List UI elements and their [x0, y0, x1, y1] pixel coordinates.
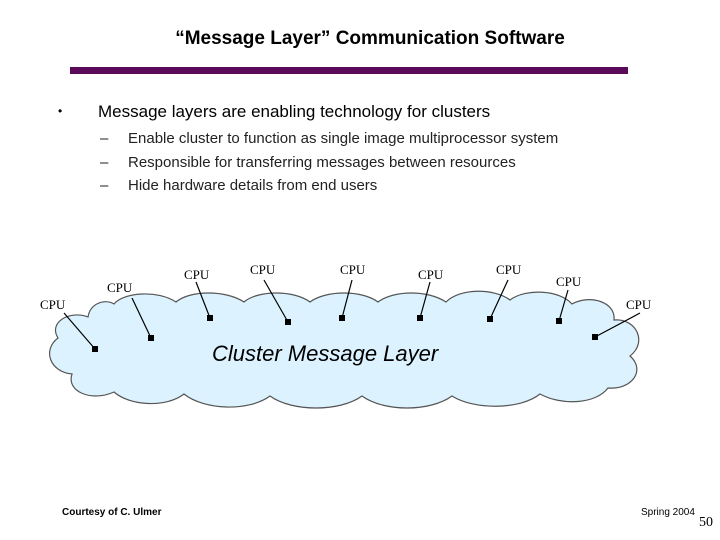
- footer-term: Spring 2004: [641, 507, 695, 518]
- connector-port: [285, 319, 291, 325]
- sub-bullet-text: Hide hardware details from end users: [128, 177, 378, 194]
- connector-line: [195, 281, 211, 319]
- cpu-connectors: [63, 279, 641, 350]
- cpu-label: CPU: [40, 297, 66, 312]
- sub-bullet: – Enable cluster to function as single im…: [100, 127, 558, 151]
- connector-line: [341, 279, 353, 319]
- connector-line: [263, 279, 289, 323]
- sub-bullet: – Responsible for transferring messages b…: [100, 151, 558, 175]
- cloud-label: Cluster Message Layer: [212, 341, 440, 366]
- connector-port: [592, 334, 598, 340]
- connector-ports: [92, 315, 598, 352]
- main-bullet: • Message layers are enabling technology …: [58, 102, 490, 122]
- connector-port: [556, 318, 562, 324]
- connector-line: [63, 312, 96, 350]
- dash-icon: –: [100, 130, 109, 147]
- connector-port: [207, 315, 213, 321]
- dash-icon: –: [100, 153, 109, 171]
- connector-port: [487, 316, 493, 322]
- cpu-label: CPU: [340, 262, 366, 277]
- sub-bullet-text: Enable cluster to function as single ima…: [128, 130, 559, 147]
- title-rule: [70, 67, 628, 74]
- slide-title: “Message Layer” Communication Software: [175, 28, 565, 49]
- connector-line: [558, 289, 569, 322]
- connector-line: [594, 312, 641, 338]
- connector-port: [148, 335, 154, 341]
- connector-port: [339, 315, 345, 321]
- cpu-label: CPU: [496, 262, 522, 277]
- cpu-label: CPU: [107, 280, 133, 295]
- connector-port: [92, 346, 98, 352]
- connector-line: [489, 279, 509, 320]
- page-number: 50: [699, 515, 713, 530]
- cpu-label: CPU: [556, 274, 582, 289]
- footer-credit: Courtesy of C. Ulmer: [62, 507, 162, 518]
- main-bullet-text: Message layers are enabling technology f…: [98, 102, 491, 121]
- connector-port: [417, 315, 423, 321]
- sub-bullet-text: Responsible for transferring messages be…: [128, 153, 516, 171]
- sub-bullet-list: – Enable cluster to function as single im…: [100, 127, 558, 198]
- cpu-label: CPU: [418, 267, 444, 282]
- cpu-label: CPU: [626, 297, 652, 312]
- bullet-icon: •: [58, 104, 63, 118]
- cpu-label: CPU: [250, 262, 276, 277]
- cpu-label: CPU: [184, 267, 210, 282]
- connector-line: [131, 297, 152, 339]
- dash-icon: –: [100, 177, 109, 194]
- sub-bullet: – Hide hardware details from end users: [100, 174, 558, 198]
- connector-line: [419, 281, 431, 319]
- cpu-nodes: CPU CPU CPU CPU CPU CPU CPU CPU CPU: [40, 262, 652, 312]
